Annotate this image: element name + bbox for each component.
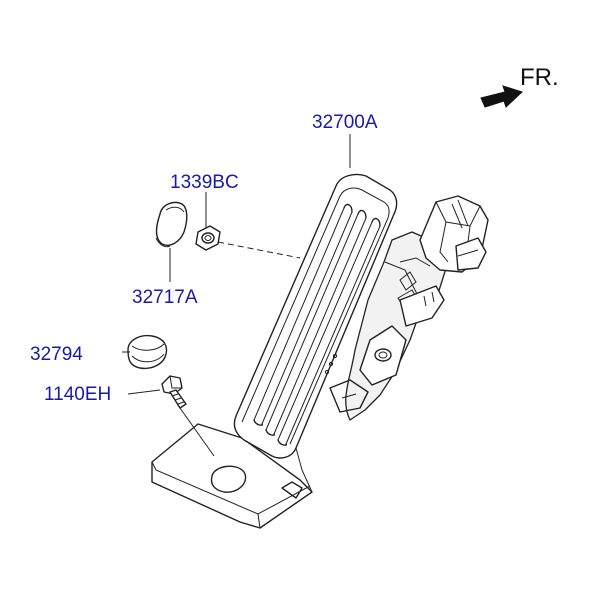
stopper-part — [127, 334, 168, 370]
cover-part — [155, 201, 188, 248]
pedal-pad — [233, 173, 398, 493]
front-direction-label: FR. — [520, 64, 559, 91]
bolt-leader-line — [179, 407, 215, 457]
pedal-assembly-label[interactable]: 32700A — [312, 112, 378, 133]
nut-leader-dashed — [217, 241, 301, 259]
front-direction-indicator: FR. — [480, 64, 559, 108]
bolt-label[interactable]: 1140EH — [44, 384, 111, 405]
stopper-label[interactable]: 32794 — [30, 344, 83, 365]
nut-label[interactable]: 1339BC — [170, 172, 239, 193]
nut-part — [195, 225, 221, 251]
bolt-part — [161, 375, 187, 409]
pedal-sensor-connector — [399, 195, 489, 327]
bolt-label-leader — [127, 389, 161, 395]
cover-label[interactable]: 32717A — [132, 287, 198, 308]
front-arrow-icon — [480, 85, 523, 108]
